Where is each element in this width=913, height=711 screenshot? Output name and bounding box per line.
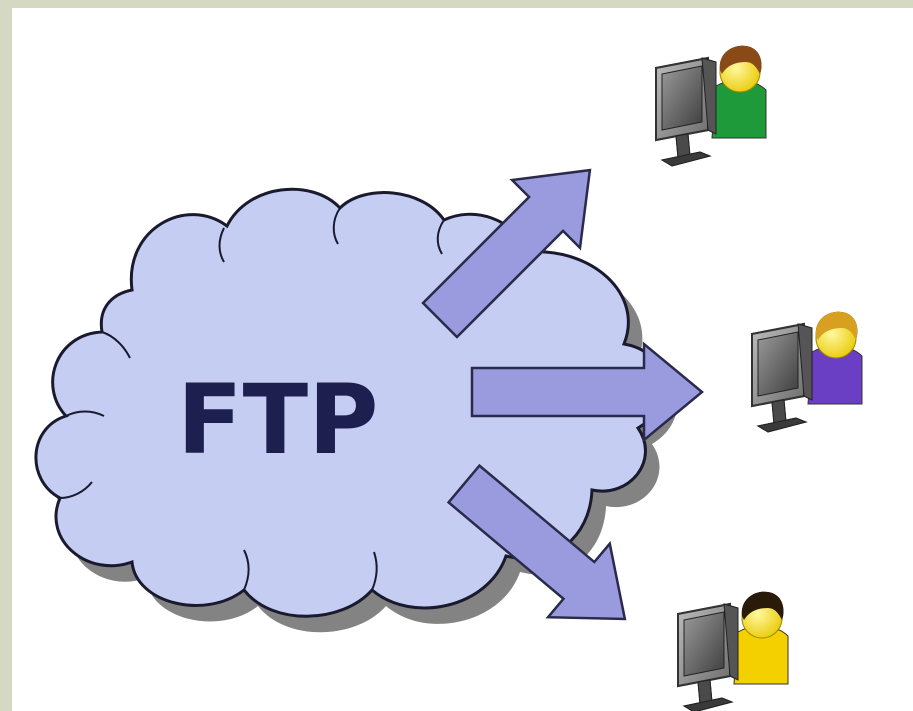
arrow-to-user-1 (421, 168, 592, 339)
user-1-station (655, 44, 767, 168)
user-2-station (751, 310, 863, 433)
computer-monitor (677, 602, 739, 711)
computer-monitor (655, 56, 717, 167)
user-at-computer-icon (677, 590, 789, 711)
user-hair (719, 45, 762, 74)
cloud-inner-arcs (59, 207, 445, 591)
user-hair (741, 591, 784, 620)
user-hair (815, 311, 858, 340)
cloud-label: FTP (177, 364, 378, 476)
user-at-computer-icon (655, 44, 767, 168)
diagram-canvas: FTP (12, 8, 913, 711)
arrow-to-user-2 (470, 341, 704, 443)
arrow-to-user-3 (446, 463, 627, 621)
user-3-station (677, 590, 789, 711)
ftp-diagram: FTP (34, 44, 863, 711)
user-at-computer-icon (751, 310, 863, 433)
computer-monitor (751, 322, 813, 433)
